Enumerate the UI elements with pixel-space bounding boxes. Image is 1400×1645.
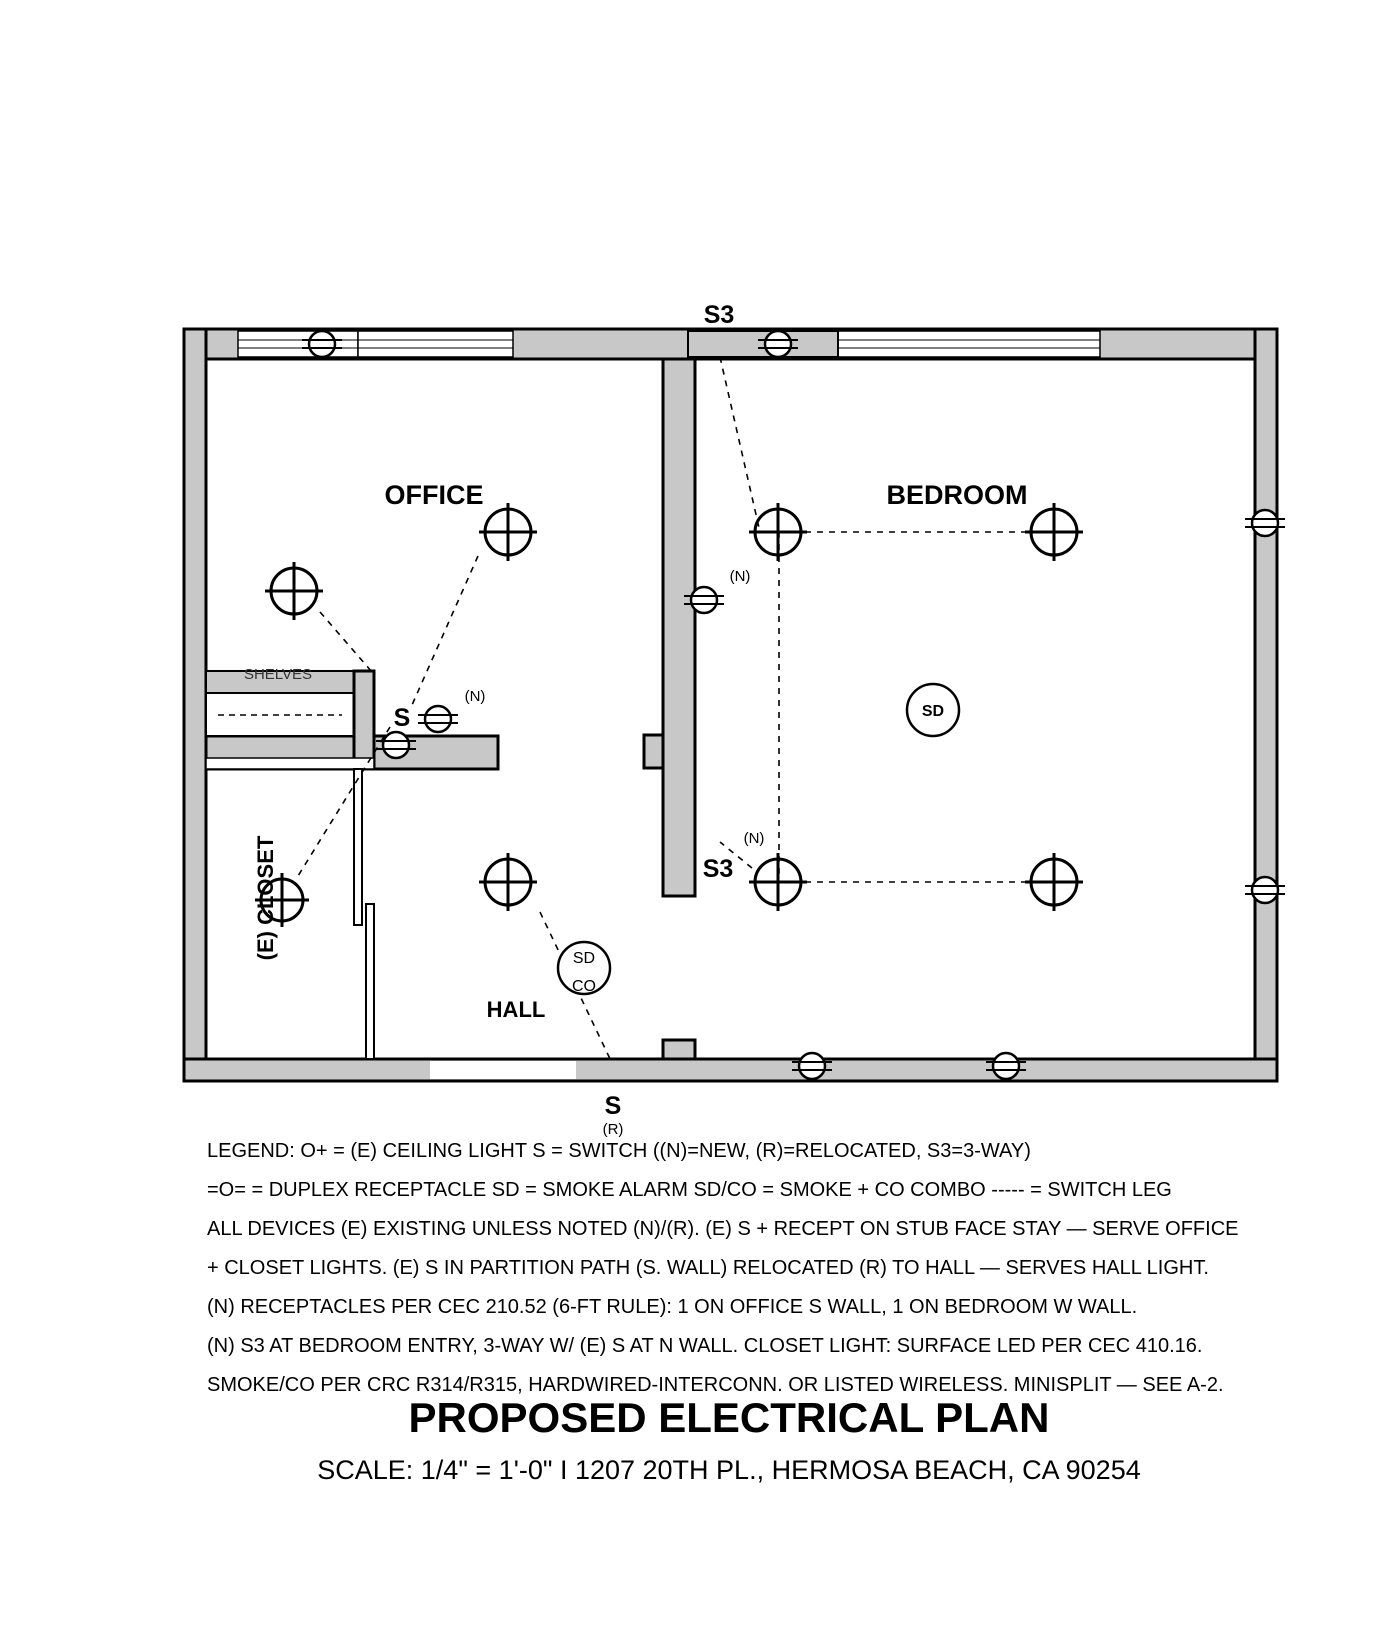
receptacle-icon [418, 704, 458, 734]
ceiling-light-icon [479, 503, 537, 561]
partition-wall [661, 357, 697, 898]
switch-hall-label: S [605, 1092, 622, 1120]
partition-wall-stub-south [661, 1038, 697, 1061]
south-door-opening [430, 1061, 576, 1079]
receptacle-icon [1245, 508, 1285, 538]
legend-line: ALL DEVICES (E) EXISTING UNLESS NOTED (N… [207, 1218, 1238, 1240]
shelf-post [352, 669, 376, 771]
east-wall [1253, 327, 1279, 1083]
ceiling-light-icon [1025, 853, 1083, 911]
legend: LEGEND: O+ = (E) CEILING LIGHT S = SWITC… [207, 1140, 1238, 1396]
ceiling-lights [255, 503, 1083, 927]
closet-door-jamb-2 [365, 903, 375, 1060]
relocated-tag: (R) [603, 1121, 624, 1138]
room-label-closet: (E) CLOSET [253, 835, 278, 960]
west-wall [182, 327, 208, 1083]
closet-light-icon [255, 873, 309, 927]
ceiling-light-icon [749, 853, 807, 911]
receptacle-icon [792, 1051, 832, 1081]
interior-walls [204, 357, 697, 1061]
smoke-co-co-label: CO [572, 978, 596, 995]
room-label-office: OFFICE [385, 480, 484, 510]
ceiling-light-icon [479, 853, 537, 911]
ceiling-light-icon [749, 503, 807, 561]
window-office [237, 330, 359, 358]
plan-title: PROPOSED ELECTRICAL PLAN [409, 1394, 1050, 1441]
plan-subtitle: SCALE: 1/4" = 1'-0" I 1207 20TH PL., HER… [317, 1455, 1140, 1485]
legend-line: SMOKE/CO PER CRC R314/R315, HARDWIRED-IN… [207, 1374, 1224, 1396]
window-bedroom [837, 330, 1101, 358]
closet-door-jamb-1 [353, 768, 363, 926]
switch-legs [297, 356, 1055, 1064]
receptacle-icon [1245, 875, 1285, 905]
smoke-alarm-label: SD [922, 703, 944, 720]
partition-wall-stub [642, 733, 665, 770]
ceiling-light-icon [1025, 503, 1083, 561]
legend-line: (N) S3 AT BEDROOM ENTRY, 3-WAY W/ (E) S … [207, 1335, 1202, 1357]
receptacle-icon [376, 730, 416, 760]
shelves-label: SHELVES [244, 666, 312, 683]
smoke-co-sd-label: SD [573, 950, 595, 967]
ceiling-light-icon [265, 562, 323, 620]
receptacle-icon [302, 329, 342, 359]
room-label-bedroom: BEDROOM [887, 480, 1028, 510]
smoke-co-alarm-icon [556, 940, 612, 996]
south-wall [182, 1057, 1279, 1083]
switch-3way-entry-label: S3 [703, 855, 734, 883]
legend-line: + CLOSET LIGHTS. (E) S IN PARTITION PATH… [207, 1257, 1209, 1279]
receptacles [302, 329, 1285, 1081]
smoke-alarms [556, 682, 961, 996]
window-office-2 [357, 330, 514, 358]
receptacle-icon [684, 585, 724, 615]
receptacle-icon [986, 1051, 1026, 1081]
smoke-alarm-icon [905, 682, 961, 738]
room-label-hall: HALL [487, 997, 546, 1022]
new-tag-office: (N) [465, 688, 486, 705]
receptacle-icon [758, 329, 798, 359]
legend-line: LEGEND: O+ = (E) CEILING LIGHT S = SWITC… [207, 1140, 1031, 1162]
legend-line: (N) RECEPTACLES PER CEC 210.52 (6-FT RUL… [207, 1296, 1137, 1318]
legend-line: =O= = DUPLEX RECEPTACLE SD = SMOKE ALARM… [207, 1179, 1172, 1201]
new-tag-bedroom-wall: (N) [730, 568, 751, 585]
switch-office-label: S [394, 704, 411, 732]
switch-3way-top-label: S3 [704, 301, 735, 329]
new-tag-entry: (N) [744, 830, 765, 847]
